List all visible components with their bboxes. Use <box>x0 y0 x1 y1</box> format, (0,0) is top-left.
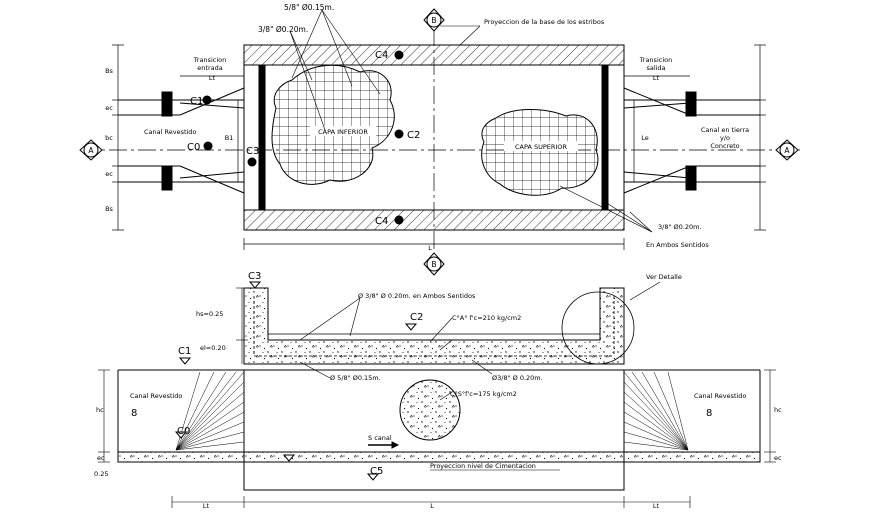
plan-capa-superior-blob <box>481 109 599 196</box>
plan-canal-right-3: Concreto <box>710 142 739 150</box>
plan-c0-label: C0 <box>187 142 200 153</box>
transition-in-label-1: Transicion <box>193 56 226 64</box>
section-a-left-label: A <box>88 146 94 155</box>
section-lt-left: Lt <box>203 502 210 510</box>
plan-capa-inferior: CAPA INFERIOR <box>318 128 368 136</box>
plan-canal-right-2: y/o <box>720 134 730 142</box>
section-left-fan <box>175 371 245 451</box>
plan-canal-left: Canal Revestido <box>144 128 196 136</box>
plan-c2-label: C2 <box>407 130 420 141</box>
section-a-right-label: A <box>784 146 790 155</box>
section-c0-label: C0 <box>177 426 190 437</box>
section-c2-label: C2 <box>410 312 423 323</box>
plan-bc: bc <box>105 134 113 142</box>
plan-capa-inferior-blob <box>271 64 395 185</box>
section-concrete-c: C°S°f'c=175 kg/cm2 <box>450 390 517 398</box>
section-foundation-slab <box>117 451 761 463</box>
section-el-label: el=0.20 <box>200 344 226 352</box>
section-l: L <box>430 502 434 510</box>
section-eight-right: 8 <box>706 408 712 419</box>
plan-labels: 5/8" Ø0.15m. 3/8" Ø0.20m. Proyeccion de … <box>88 3 790 269</box>
plan-lt-right: Lt <box>653 74 660 82</box>
section-foundation-label: Proyeccion nivel de Cimentacion <box>430 462 536 470</box>
section-labels: C3 C1 C2 C0 C5 hs=0.25 el=0.20 hc hc ec … <box>94 271 782 510</box>
transition-out-label-2: salida <box>646 64 665 72</box>
plan-left-wingwall-bottom <box>161 165 173 191</box>
section-s-canal: S canal <box>368 434 392 442</box>
section-rebar-mid: Ø3/8" Ø 0.20m. <box>492 374 543 382</box>
section-hs-label: hs=0.25 <box>196 310 223 318</box>
plan-base-projection-label: Proyeccion de la base de los estribos <box>484 18 605 26</box>
section-view <box>98 281 776 508</box>
plan-le: Le <box>641 134 649 142</box>
plan-c1-label: C1 <box>190 96 203 107</box>
plan-b1: B1 <box>225 134 234 142</box>
plan-point-c4-top <box>394 50 404 60</box>
section-ec-right: ec <box>774 454 782 462</box>
section-eight-left: 8 <box>131 408 137 419</box>
plan-canal-right-1: Canal en tierra <box>701 126 749 134</box>
plan-lt-left: Lt <box>209 74 216 82</box>
section-right-fan <box>623 371 689 451</box>
section-b-bottom-label: B <box>431 260 436 269</box>
plan-right-wall <box>601 64 609 211</box>
plan-rebar-right-label: 3/8" Ø0.20m. <box>658 223 702 231</box>
plan-capa-superior: CAPA SUPERIOR <box>515 143 567 151</box>
plan-ec-bottom: ec <box>105 170 113 178</box>
plan-c4-bottom-label: C4 <box>375 216 388 227</box>
transition-out-label-1: Transicion <box>639 56 672 64</box>
section-hc-right: hc <box>774 406 782 414</box>
section-c1-label: C1 <box>178 346 191 357</box>
section-canal-left: Canal Revestido <box>130 392 182 400</box>
plan-left-wingwall-top <box>161 91 173 117</box>
plan-point-c1 <box>202 95 212 105</box>
section-canal-right: Canal Revestido <box>694 392 746 400</box>
section-c5-label: C5 <box>370 466 383 477</box>
plan-bs-bottom: Bs <box>105 205 113 213</box>
section-b-top-label: B <box>431 16 436 25</box>
plan-l: L <box>428 244 432 252</box>
section-ver-detalle: Ver Detalle <box>646 273 682 281</box>
section-rebar-top: Ø 3/8" Ø 0.20m. en Ambos Sentidos <box>358 292 476 300</box>
section-concrete-core <box>399 379 461 441</box>
section-ec-left: ec <box>97 454 105 462</box>
section-canal-body <box>243 369 625 491</box>
plan-both-ways-label: En Ambos Sentidos <box>646 241 709 249</box>
plan-right-wingwall-bottom <box>685 165 697 191</box>
plan-point-c3 <box>247 157 257 167</box>
plan-left-wall <box>258 64 266 211</box>
plan-rebar-left-label: 3/8" Ø0.20m. <box>258 25 308 34</box>
plan-point-c0 <box>203 141 213 151</box>
section-lt-right: Lt <box>653 502 660 510</box>
plan-point-c4-bottom <box>394 215 404 225</box>
plan-ec-top: ec <box>105 104 113 112</box>
plan-right-wingwall-top <box>685 91 697 117</box>
plan-point-c2 <box>394 129 404 139</box>
plan-rebar-top-label: 5/8" Ø0.15m. <box>284 3 334 12</box>
section-flume-slab <box>243 287 625 365</box>
section-hc-left: hc <box>96 406 104 414</box>
plan-c4-top-label: C4 <box>375 50 388 61</box>
plan-c3-label: C3 <box>246 146 259 157</box>
transition-in-label-2: entrada <box>197 64 222 72</box>
section-0-25: 0.25 <box>94 470 108 478</box>
section-rebar-bottom: Ø 5/8" Ø0.15m. <box>330 374 381 382</box>
section-concrete-a: C°A° f'c=210 kg/cm2 <box>452 314 521 322</box>
section-c3-label: C3 <box>248 271 261 282</box>
plan-view <box>79 8 800 276</box>
plan-bs-top: Bs <box>105 67 113 75</box>
detail-callout-circle <box>561 291 635 365</box>
